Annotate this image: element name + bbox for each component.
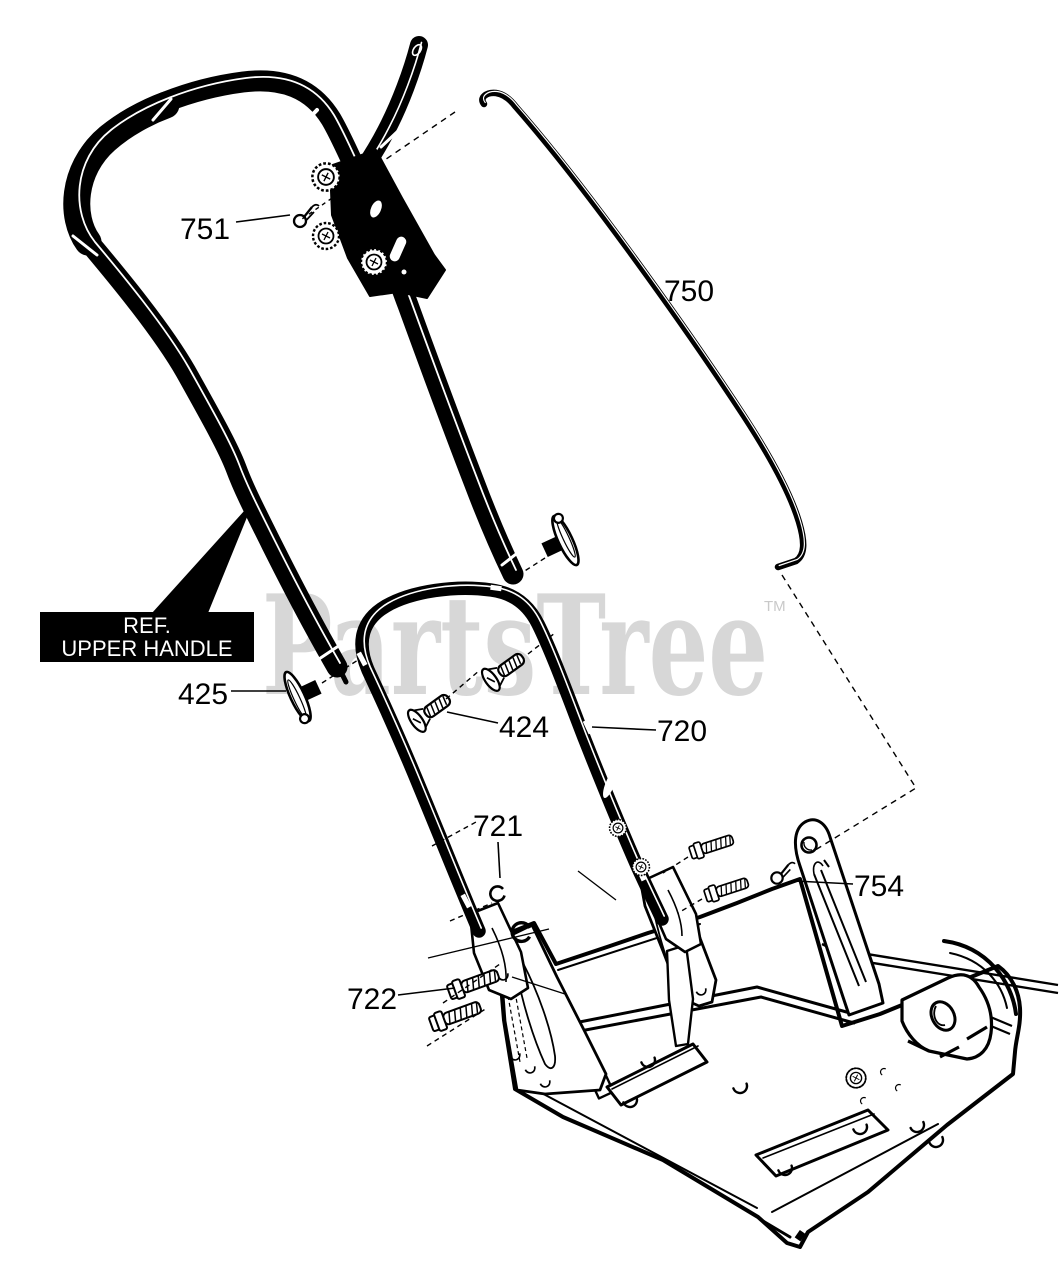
deck-corner-fold [794, 1230, 806, 1242]
watermark: PartsTree TM [262, 564, 786, 727]
deck-frame [495, 877, 1023, 1249]
plate-nut-3 [359, 247, 389, 277]
bracket-754 [793, 818, 885, 1017]
part-label-425: 425 [178, 678, 228, 711]
throttle-lever [355, 36, 428, 177]
wheel-adjuster-bracket [858, 973, 994, 1105]
deck-nut [845, 1067, 867, 1089]
plate-nut-2 [311, 221, 341, 251]
ref-upper-handle-callout: REF. UPPER HANDLE [40, 500, 254, 662]
ref-callout-box [40, 612, 254, 662]
watermark-tm: TM [764, 598, 786, 615]
part-label-750: 750 [664, 275, 714, 308]
wheel-housing [942, 939, 1018, 1016]
watermark-text: PartsTree [262, 564, 768, 727]
leader-lines [231, 214, 854, 996]
handle-mount-plate [292, 149, 446, 299]
bolt-right-a [687, 830, 737, 862]
bracket-754-hole [800, 836, 818, 854]
bail-wire-750 [479, 89, 807, 571]
pin-751 [292, 203, 321, 229]
guide-lines [301, 111, 917, 1047]
lower-handle-tube [355, 581, 669, 938]
part-label-754: 754 [854, 870, 904, 903]
throttle-tip [411, 43, 423, 57]
deck-outline [495, 877, 1023, 1249]
nut-right-b [631, 857, 651, 877]
part-label-722: 722 [347, 983, 397, 1016]
part-label-721: 721 [473, 810, 523, 843]
nut-right-a [608, 818, 628, 838]
upper-handle-grip [63, 91, 180, 256]
callouts: REF. UPPER HANDLE 751 750 425 424 720 72… [40, 213, 904, 1016]
ref-callout-line2: UPPER HANDLE [61, 636, 232, 661]
part-label-424: 424 [499, 711, 549, 744]
deck-plate-center [589, 1042, 709, 1107]
ref-callout-line1: REF. [123, 613, 171, 638]
ref-callout-wedge [152, 500, 254, 613]
plate-nut-1 [311, 162, 341, 192]
part-label-751: 751 [180, 213, 230, 246]
upper-handle [63, 70, 524, 685]
clip-721 [489, 885, 506, 903]
deck-plate-right [754, 1108, 890, 1178]
part-label-720: 720 [657, 715, 707, 748]
